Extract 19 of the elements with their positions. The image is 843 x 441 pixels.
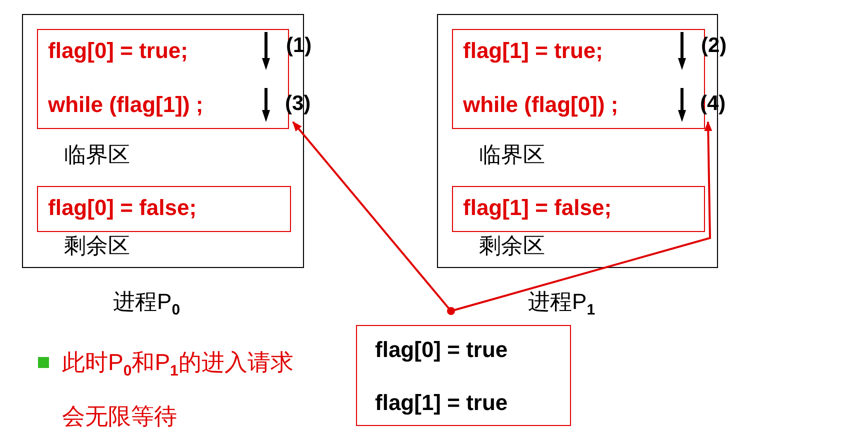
arrow [292, 121, 452, 312]
region-label: 临界区 [64, 141, 130, 169]
state-text: flag[1] = true [375, 390, 508, 416]
state-box [356, 325, 571, 426]
code-box [37, 186, 291, 232]
code-line: flag[0] = false; [48, 195, 197, 221]
code-box [452, 186, 705, 232]
process-title: 进程P$_{1}$ [528, 288, 596, 318]
note-text: 此时P$_{0}$和P$_{1}$的进入请求会无限等待 [62, 348, 294, 431]
code-line: flag[0] = true; [48, 38, 188, 64]
region-label: 临界区 [479, 141, 545, 169]
process-title: 进程P$_{0}$ [113, 288, 180, 318]
code-line: flag[1] = true; [463, 38, 603, 64]
code-line: while (flag[1]) ; [48, 92, 204, 118]
code-line: flag[1] = false; [463, 195, 612, 221]
code-line: while (flag[0]) ; [463, 92, 618, 118]
region-label: 剩余区 [64, 232, 130, 260]
state-text: flag[0] = true [375, 337, 508, 363]
region-label: 剩余区 [479, 232, 545, 260]
